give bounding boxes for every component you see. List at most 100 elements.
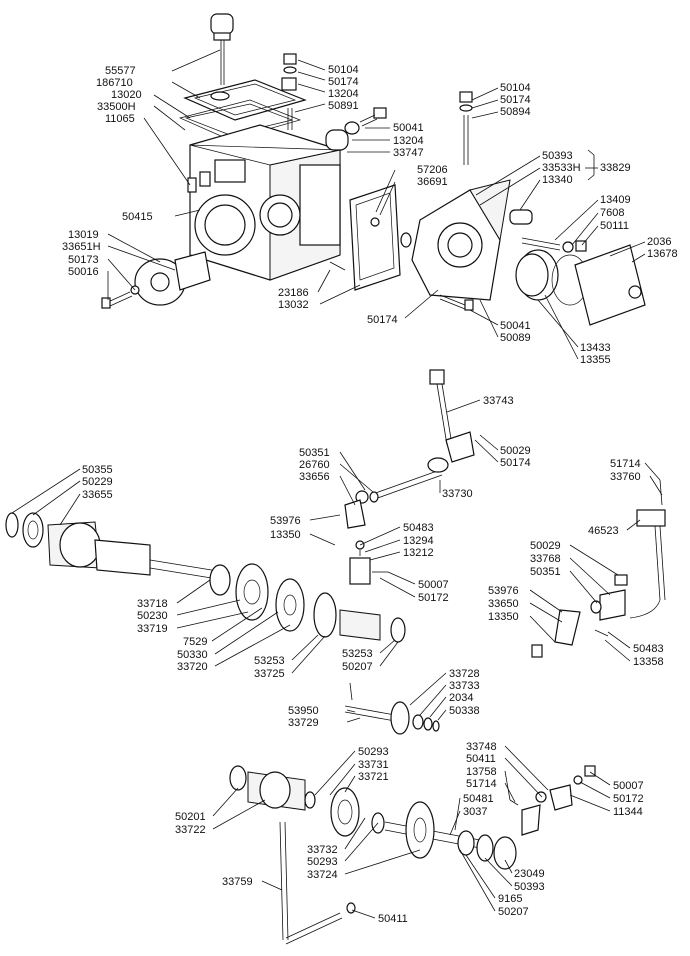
part-label: 50229 <box>82 476 113 488</box>
part-label: 7529 <box>183 636 207 648</box>
part-label: 50207 <box>342 661 373 673</box>
part-label: 186710 <box>96 77 133 89</box>
part-label: 13019 <box>68 229 99 241</box>
part-label: 50029 <box>500 445 531 457</box>
gearbox-housing-assembly <box>101 13 401 309</box>
part-label: 33759 <box>222 876 253 888</box>
part-label: 53950 <box>288 705 319 717</box>
part-label: 33719 <box>137 623 168 635</box>
part-label: 33760 <box>610 471 641 483</box>
part-label: 33731 <box>358 759 389 771</box>
part-label: 13294 <box>403 535 434 547</box>
part-label: 33829 <box>600 162 631 174</box>
part-label: 13358 <box>633 656 664 668</box>
part-label: 13758 <box>466 766 497 778</box>
part-label: 23186 <box>278 287 309 299</box>
part-label: 50104 <box>328 64 359 76</box>
part-label: 13020 <box>111 89 142 101</box>
part-label: 50393 <box>542 150 573 162</box>
part-label: 13032 <box>278 299 309 311</box>
part-label: 33729 <box>288 717 319 729</box>
part-label: 46523 <box>588 525 619 537</box>
part-label: 50201 <box>175 811 206 823</box>
part-label: 13204 <box>328 88 359 100</box>
part-label: 50415 <box>122 211 153 223</box>
part-label: 33747 <box>393 147 424 159</box>
part-label: 33724 <box>307 869 338 881</box>
part-label: 11344 <box>613 806 643 818</box>
part-label: 33732 <box>307 844 338 856</box>
part-label: 33721 <box>358 771 389 783</box>
part-label: 13678 <box>647 248 678 260</box>
part-label: 26760 <box>299 459 330 471</box>
part-label: 53976 <box>270 515 301 527</box>
pto-housing-assembly <box>400 91 646 326</box>
part-label: 33743 <box>483 395 514 407</box>
part-label: 50393 <box>514 881 545 893</box>
part-label: 50041 <box>393 122 424 134</box>
part-label: 9165 <box>498 893 522 905</box>
part-label: 50351 <box>530 566 561 578</box>
part-label: 50089 <box>500 332 531 344</box>
part-label: 50104 <box>500 82 531 94</box>
part-label: 50016 <box>68 266 99 278</box>
part-label: 11065 <box>105 113 135 125</box>
part-label: 3037 <box>463 806 487 818</box>
part-label: 13340 <box>542 174 573 186</box>
part-label: 50894 <box>500 106 531 118</box>
part-label: 50891 <box>328 100 359 112</box>
group-bracket <box>587 149 595 181</box>
part-label: 13350 <box>270 529 301 541</box>
part-label: 51714 <box>466 778 497 790</box>
part-label: 50111 <box>600 220 629 232</box>
part-label: 50230 <box>137 610 168 622</box>
part-label: 33720 <box>177 661 208 673</box>
leader-lines <box>11 49 663 919</box>
part-label: 57206 <box>417 164 448 176</box>
part-label: 50483 <box>403 522 434 534</box>
part-label: 50174 <box>500 94 531 106</box>
part-label: 23049 <box>514 868 545 880</box>
part-label: 50172 <box>418 592 449 604</box>
part-label: 33730 <box>442 488 473 500</box>
part-label: 2034 <box>449 692 473 704</box>
part-label: 55577 <box>105 65 136 77</box>
part-label: 50411 <box>378 913 408 925</box>
part-label: 33722 <box>175 824 206 836</box>
part-label: 53976 <box>488 585 519 597</box>
part-label: 33650 <box>488 598 519 610</box>
part-label: 53253 <box>342 648 373 660</box>
part-label: 50293 <box>358 746 389 758</box>
part-label: 13212 <box>403 547 434 559</box>
part-label: 33748 <box>466 741 497 753</box>
part-label: 50007 <box>613 780 644 792</box>
countershaft-assembly <box>229 765 596 945</box>
part-label: 7608 <box>600 207 624 219</box>
part-label: 50355 <box>82 464 113 476</box>
shift-arm-assembly <box>531 479 666 658</box>
part-label: 33500H <box>97 101 136 113</box>
part-label: 50483 <box>633 643 664 655</box>
part-label: 33655 <box>82 489 113 501</box>
part-label: 33718 <box>137 598 168 610</box>
part-label: 33533H <box>542 162 581 174</box>
part-label: 33768 <box>530 553 561 565</box>
shift-rail-assembly <box>344 369 475 585</box>
part-label: 50174 <box>367 314 398 326</box>
part-label: 50411 <box>466 753 496 765</box>
part-label: 50207 <box>498 906 529 918</box>
part-label: 33728 <box>449 668 480 680</box>
part-label: 50173 <box>68 254 99 266</box>
part-label: 33656 <box>299 471 330 483</box>
part-label: 50007 <box>418 579 449 591</box>
part-label: 50330 <box>177 649 208 661</box>
part-label: 50351 <box>299 447 330 459</box>
part-label: 2036 <box>647 236 671 248</box>
part-label: 50174 <box>500 457 531 469</box>
idler-shaft-assembly <box>344 682 440 735</box>
part-label: 50481 <box>463 793 494 805</box>
part-label: 36691 <box>417 176 448 188</box>
part-label: 50172 <box>613 793 644 805</box>
part-label: 13355 <box>580 354 611 366</box>
